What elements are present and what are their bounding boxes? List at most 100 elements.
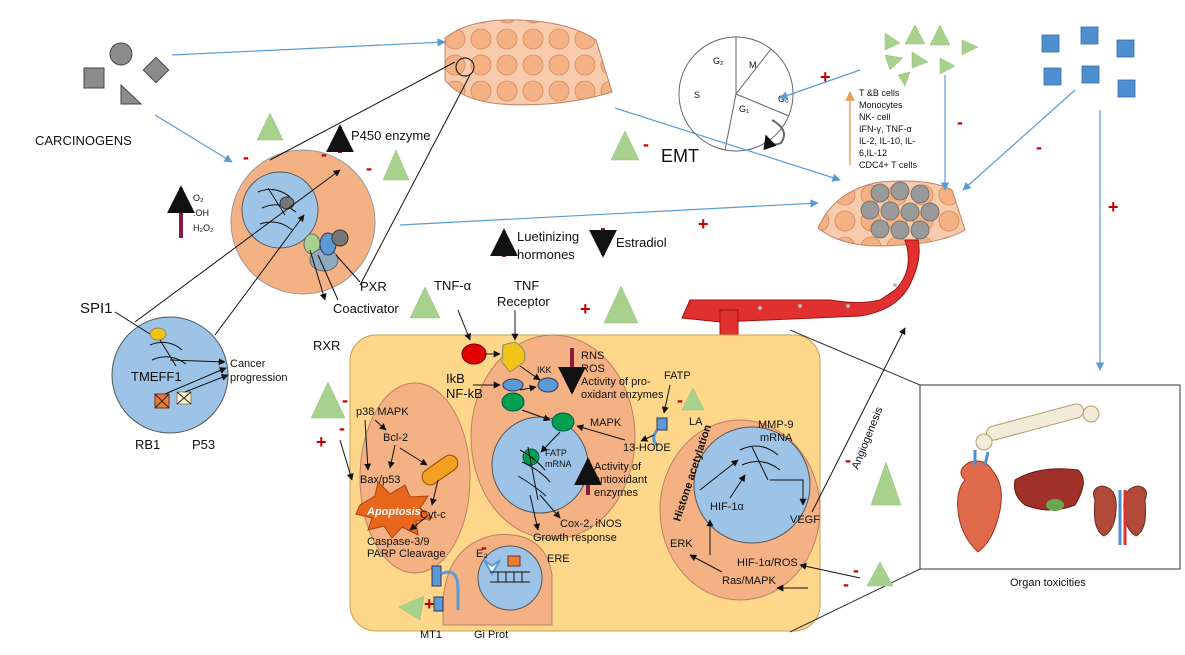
svg-text:-: - [957, 112, 963, 132]
svg-text:+: + [1108, 197, 1119, 217]
svg-text:-: - [845, 450, 851, 470]
baxp53-label: Bax/p53 [360, 474, 400, 486]
g1-label: G₁ [739, 104, 749, 114]
immune-list: T &B cells Monocytes NK- cell IFN-γ, TNF… [859, 88, 917, 170]
gi-protein [440, 570, 460, 610]
angiogenesis-label: Angiogenesis [850, 405, 886, 471]
ikb-protein [502, 378, 524, 392]
tissue-top [444, 19, 613, 106]
triangle-cluster-top [884, 24, 979, 87]
kidney-icon [1093, 485, 1117, 537]
immune-6: 6,IL-12 [859, 148, 887, 158]
svg-text:-: - [366, 158, 372, 178]
ikk-label: IKK [537, 365, 552, 375]
antioxidant-label-3: enzymes [594, 487, 639, 499]
spi1-label: SPI1 [80, 300, 113, 317]
la-label: LA [689, 416, 703, 428]
svg-text:+: + [698, 214, 709, 234]
svg-text:+: + [820, 67, 831, 87]
p450-label: P450 enzyme [351, 128, 431, 143]
cancer-progression-label-2: progression [230, 372, 287, 384]
rxr-label: RXR [313, 338, 340, 353]
hode-label: 13-HODE [623, 442, 671, 454]
nfkb-protein [501, 392, 525, 412]
svg-text:+: + [316, 432, 327, 452]
svg-text:-: - [342, 390, 348, 410]
triangle-angio-right [870, 461, 902, 506]
triangle-liver-right [382, 149, 410, 181]
cytc-label: Cyt-c [420, 509, 446, 521]
svg-text:-: - [843, 574, 849, 594]
mt1-receptor [431, 565, 442, 587]
mmp9-label-1: MMP-9 [758, 419, 793, 431]
oh-label: .OH [193, 208, 209, 218]
antioxidant-label-2: antioxidant [594, 474, 647, 486]
mmp9-label-2: mRNA [760, 432, 793, 444]
ere-label: ERE [547, 553, 570, 565]
o2-label: O₂ [193, 193, 204, 203]
heart-icon [957, 460, 1002, 553]
spi1-dna [149, 339, 187, 367]
ros-label: ROS [581, 363, 605, 375]
hif1aros-label: HIF-1α/ROS [737, 557, 798, 569]
immune-2: Monocytes [859, 100, 903, 110]
p53-label: P53 [192, 437, 215, 452]
parp-label: PARP Cleavage [367, 548, 445, 560]
liver-icon [1014, 468, 1084, 511]
immune-7: CDC4+ T cells [859, 160, 917, 170]
e2-receptor [483, 559, 501, 577]
organ-toxicities-label: Organ toxicities [1010, 577, 1086, 589]
h2o2-label: H₂O₂ [193, 223, 214, 233]
triangle-emt [610, 130, 640, 161]
fatp-label: FATP [664, 370, 691, 382]
mapk-label: MAPK [590, 417, 622, 429]
triangle-la [681, 387, 705, 411]
er-complex [507, 555, 521, 567]
carcinogen-shapes [83, 42, 170, 105]
triangle-angio-bottom [866, 561, 894, 587]
mt1-label: MT1 [420, 629, 442, 641]
triangle-liver-left [256, 112, 284, 141]
tumor-grey-cells [860, 181, 940, 240]
immune-1: T &B cells [859, 88, 900, 98]
angio-nucleus [693, 426, 811, 544]
s-label: S [694, 90, 700, 100]
growth-label: Growth response [533, 532, 617, 544]
tnf-ligand [461, 343, 487, 365]
ikk-protein [537, 377, 559, 393]
pxr-label: PXR [360, 279, 387, 294]
svg-text:-: - [243, 147, 249, 167]
triangle-tnf [409, 286, 441, 319]
liver-dna [257, 187, 297, 231]
organ-images [957, 403, 1147, 553]
ere-nucleus [477, 545, 543, 611]
coactivator-label: Coactivator [333, 301, 399, 316]
angio-dna [739, 445, 781, 481]
p38-label: p38 MAPK [356, 406, 409, 418]
signs: - - - - + - - + + + - + - - - + - - - [243, 67, 1119, 614]
ikb-label: IkB [446, 371, 465, 386]
svg-text:-: - [339, 418, 345, 438]
antioxidant-label-1: Activity of [594, 461, 642, 473]
apoptosis-label: Apoptosis [366, 506, 421, 518]
svg-text:-: - [853, 560, 859, 580]
svg-text:+: + [424, 594, 435, 614]
tnf-alpha-label: TNF-α [434, 278, 472, 293]
spi1-protein [149, 327, 167, 341]
tnf-receptor-protein [501, 341, 526, 373]
svg-text:-: - [481, 537, 487, 557]
triangle-apoptosis [310, 381, 346, 419]
mt1-receptor-2 [433, 596, 444, 612]
square-cluster-top [1041, 26, 1136, 98]
svg-text:+: + [580, 299, 591, 319]
organ-connector-top [789, 329, 921, 386]
svg-text:-: - [643, 134, 649, 154]
cell-cycle: G₂ M S G₁ G₀ [678, 36, 794, 152]
tissue-top-highlight [455, 57, 475, 77]
lh-label-2: hormones [517, 247, 575, 262]
mapk-protein [551, 412, 575, 432]
prooxidant-label-1: Activity of pro- [581, 376, 651, 388]
e2-label: E₂ [476, 548, 488, 560]
immune-3: NK- cell [859, 112, 891, 122]
